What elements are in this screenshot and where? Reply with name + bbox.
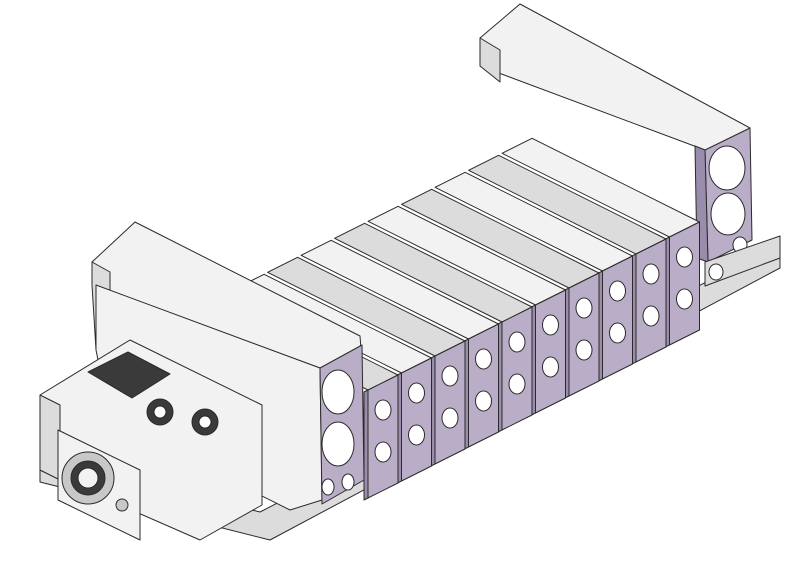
port-hole — [542, 356, 559, 378]
port-hole — [642, 263, 660, 285]
port-hole — [708, 145, 746, 191]
port-hole — [710, 192, 746, 236]
port-hole — [508, 331, 526, 353]
port-hole — [374, 441, 392, 463]
valve-station-face — [568, 272, 600, 397]
ground-screw-icon — [115, 498, 129, 512]
valve-station-face — [401, 357, 432, 482]
valve-station-face — [635, 238, 667, 363]
port-hole — [475, 348, 492, 370]
valve-station-face — [669, 221, 700, 346]
port-hole — [542, 314, 559, 336]
valve-station-face — [602, 255, 633, 380]
port-hole — [676, 288, 693, 310]
base-rail — [39, 243, 781, 541]
port-hole — [321, 369, 355, 415]
port-hole — [321, 478, 335, 496]
port-hole — [408, 424, 425, 446]
port-hole — [575, 297, 593, 319]
valve-station-face — [434, 340, 466, 465]
valve-station-face — [501, 306, 533, 431]
port-hole — [475, 390, 492, 412]
serial-interface-unit — [39, 339, 263, 541]
port-hole — [408, 382, 425, 404]
right-end-block — [479, 3, 781, 287]
valve-station-face — [367, 374, 399, 499]
port-hole — [575, 339, 593, 361]
port-hole — [708, 263, 724, 281]
port-hole — [374, 399, 392, 421]
valve-station-face — [468, 323, 499, 448]
status-display — [87, 351, 171, 399]
port-hole — [676, 246, 693, 268]
port-hole — [609, 280, 626, 302]
port-hole — [609, 322, 626, 344]
port-hole — [441, 365, 459, 387]
port-hole — [508, 373, 526, 395]
port-hole — [441, 407, 459, 429]
valve-station-edge — [363, 389, 369, 501]
port-hole — [321, 421, 355, 467]
port-hole — [341, 473, 355, 491]
valve-station-face — [535, 289, 566, 414]
port-hole — [642, 305, 660, 327]
